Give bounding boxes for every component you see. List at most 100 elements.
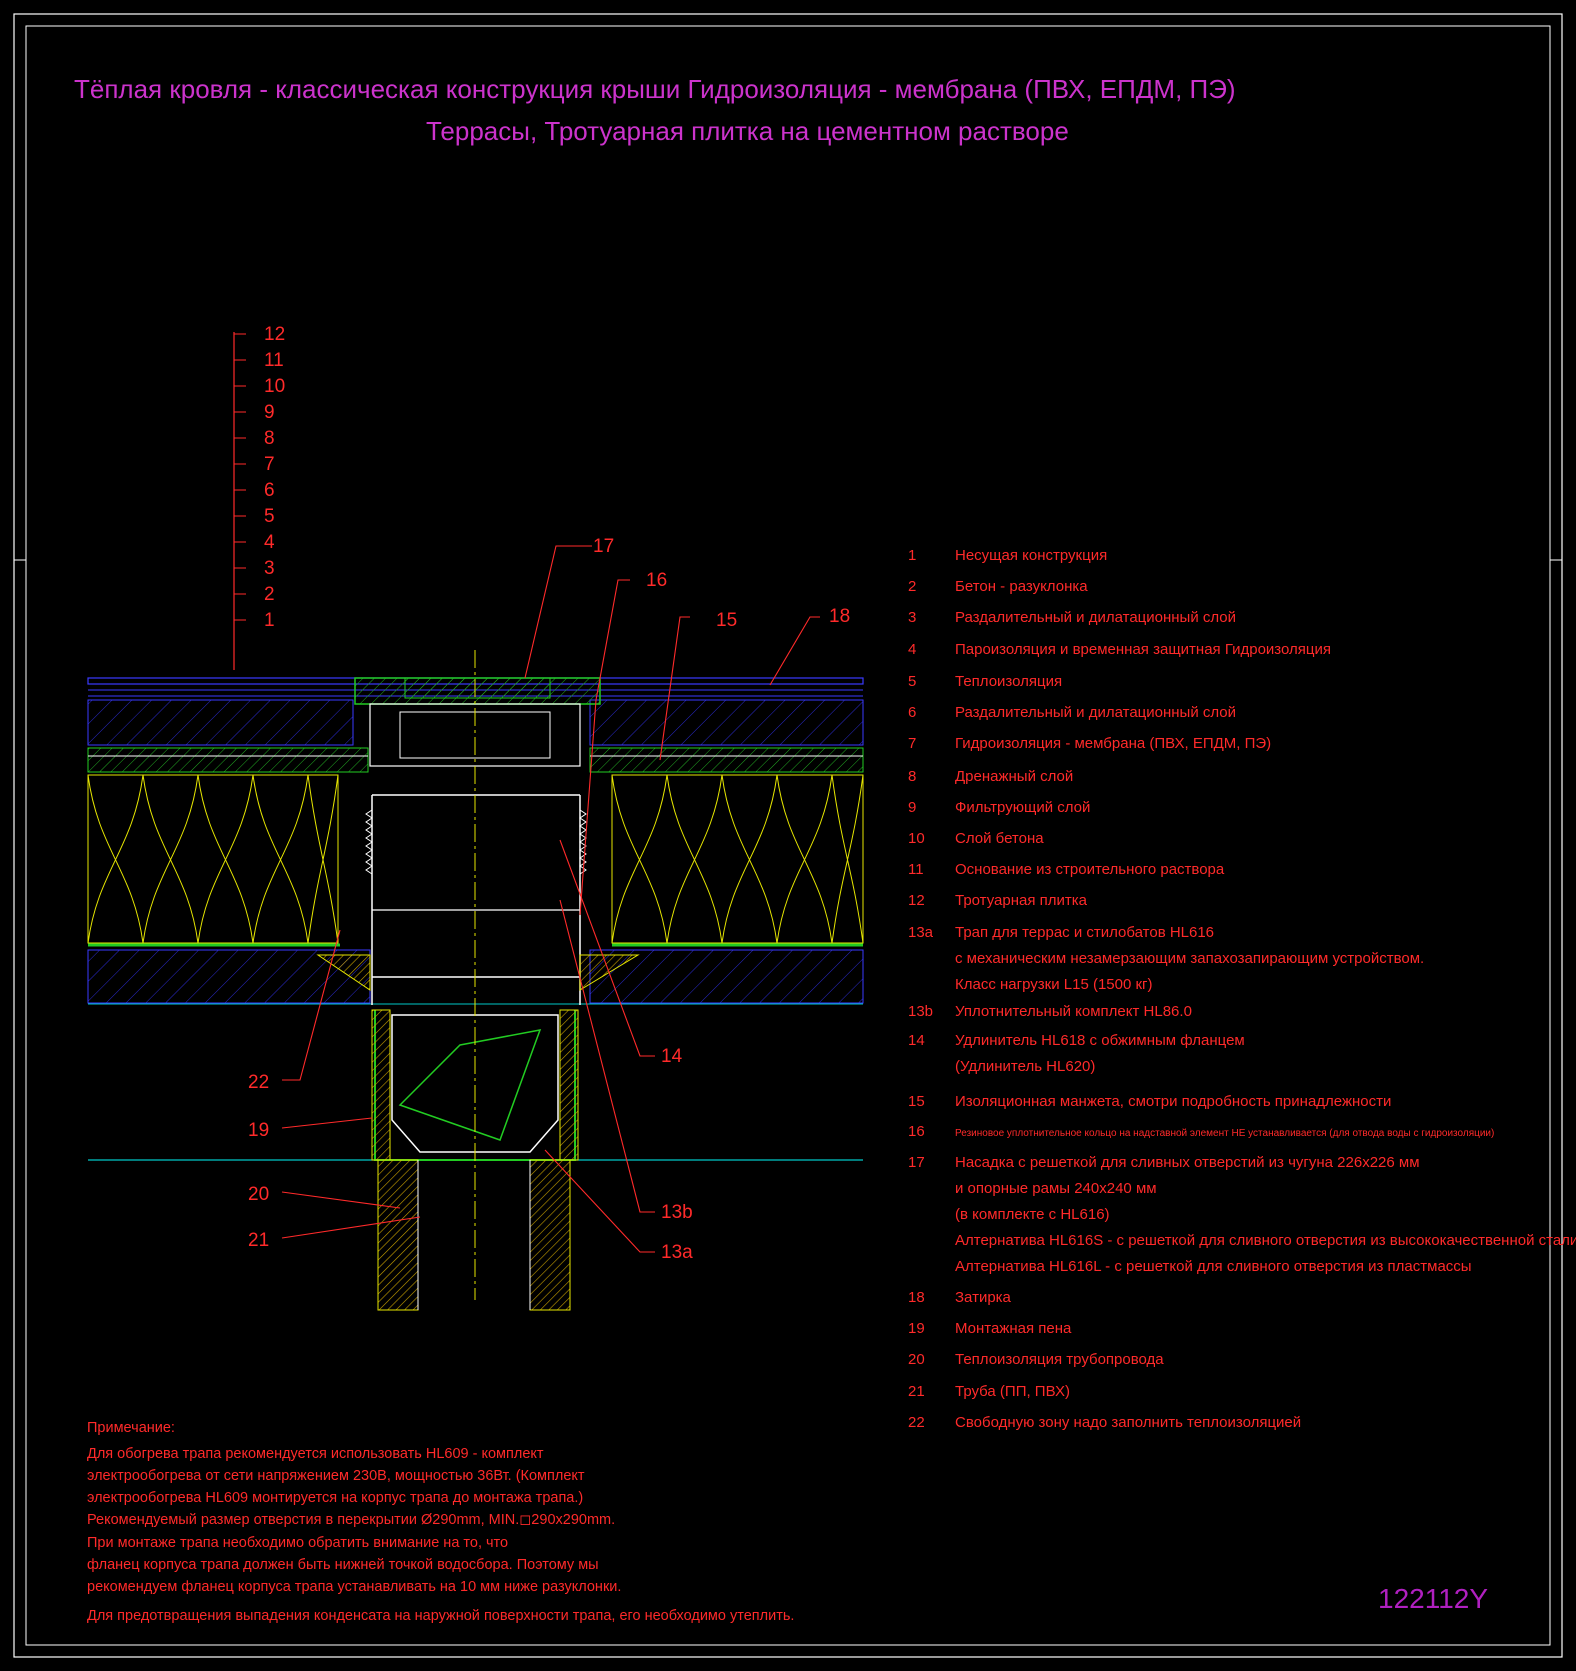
- legend-number: 1: [908, 547, 916, 564]
- layer-scale-number: 12: [264, 324, 285, 345]
- callout-13b: 13b: [661, 1202, 693, 1223]
- legend-number: 8: [908, 768, 916, 785]
- legend-text: Класс нагрузки L15 (1500 кг): [955, 976, 1153, 993]
- legend-text: Бетон - разуклонка: [955, 578, 1088, 595]
- callout-17: 17: [593, 536, 614, 557]
- legend-number: 21: [908, 1383, 925, 1400]
- legend-number: 22: [908, 1414, 925, 1431]
- legend-text: Изоляционная манжета, смотри подробность…: [955, 1093, 1391, 1110]
- legend-text: Раздалительный и дилатационный слой: [955, 704, 1236, 721]
- callout-20: 20: [248, 1184, 269, 1205]
- note-line: Для обогрева трапа рекомендуется использ…: [87, 1446, 544, 1462]
- legend-number: 3: [908, 609, 916, 626]
- layer-scale-number: 8: [264, 428, 275, 449]
- notes: Примечание: Для обогрева трапа рекоменду…: [87, 1420, 794, 1624]
- legend-number: 5: [908, 673, 916, 690]
- outer-frame: [13, 13, 1563, 1658]
- legend-number: 2: [908, 578, 916, 595]
- legend-text: (Удлинитель HL620): [955, 1058, 1095, 1075]
- layer-scale: 12 11 10 9 8 7 6 5 4 3 2 1: [233, 324, 285, 670]
- concrete-layer: [589, 699, 864, 746]
- callout-19: 19: [248, 1120, 269, 1141]
- layer-scale-number: 7: [264, 454, 275, 475]
- insulation-pattern: [87, 774, 339, 944]
- notes-heading: Примечание:: [87, 1420, 175, 1436]
- legend-text: Трап для террас и стилобатов HL616: [955, 924, 1214, 941]
- note-line: рекомендуем фланец корпуса трапа устанав…: [87, 1579, 621, 1595]
- legend-text: Резиновое уплотнительное кольцо на надст…: [955, 1128, 1494, 1139]
- callout-21: 21: [248, 1230, 269, 1251]
- thermal-insulation: [87, 774, 864, 944]
- legend-text: Гидроизоляция - мембрана (ПВХ, ЕПДМ, ПЭ): [955, 735, 1271, 752]
- legend-number: 4: [908, 641, 916, 658]
- layer-scale-number: 3: [264, 558, 275, 579]
- title-line-1: Тёплая кровля - классическая конструкция…: [74, 74, 1236, 104]
- load-bearing-slab: [589, 949, 864, 1004]
- legend-text: Фильтрующий слой: [955, 799, 1090, 816]
- legend-text: Слой бетона: [955, 830, 1044, 847]
- legend-text: Пароизоляция и временная защитная Гидрои…: [955, 641, 1331, 658]
- callout-labels: 17 16 15 18 14 22 19 20 21 13b 13a: [248, 536, 850, 1263]
- layer-scale-number: 1: [264, 610, 275, 631]
- legend-text: Уплотнительный комплект HL86.0: [955, 1003, 1192, 1020]
- legend-text: Дренажный слой: [955, 768, 1073, 785]
- drainage-layer: [87, 747, 369, 773]
- layer-scale-number: 11: [264, 350, 284, 371]
- callout-18: 18: [829, 606, 850, 627]
- legend-text: Раздалительный и дилатационный слой: [955, 609, 1236, 626]
- layer-scale-number: 9: [264, 402, 275, 423]
- insulation-pattern: [611, 774, 864, 944]
- layer-scale-number: 10: [264, 376, 285, 397]
- layer-scale-number: 6: [264, 480, 275, 501]
- legend-number: 10: [908, 830, 925, 847]
- legend-text: Затирка: [955, 1289, 1012, 1306]
- note-line: При монтаже трапа необходимо обратить вн…: [87, 1535, 508, 1551]
- legend-text: Теплоизоляция: [955, 673, 1062, 690]
- legend-number: 6: [908, 704, 916, 721]
- legend-text: и опорные рамы 240x240 мм: [955, 1180, 1157, 1197]
- legend-text: Основание из строительного раствора: [955, 861, 1225, 878]
- drainage-layer: [589, 747, 864, 773]
- legend-number: 13b: [908, 1003, 933, 1020]
- legend-number: 20: [908, 1351, 925, 1368]
- concrete-layer: [87, 699, 354, 746]
- layer-scale-number: 2: [264, 584, 275, 605]
- legend-number: 17: [908, 1154, 925, 1171]
- layer-scale-number: 5: [264, 506, 275, 527]
- callout-13a: 13a: [661, 1242, 693, 1263]
- legend-number: 16: [908, 1123, 925, 1140]
- legend-number: 14: [908, 1032, 925, 1049]
- legend-text: (в комплекте с HL616): [955, 1206, 1110, 1223]
- callout-16: 16: [646, 570, 667, 591]
- legend-number: 7: [908, 735, 916, 752]
- legend-text: Теплоизоляция трубопровода: [955, 1351, 1164, 1368]
- note-line: Рекомендуемый размер отверстия в перекры…: [87, 1512, 615, 1528]
- legend-text: Насадка с решеткой для сливных отверстий…: [955, 1154, 1420, 1171]
- callout-22: 22: [248, 1072, 269, 1093]
- legend-number: 13a: [908, 924, 934, 941]
- inner-frame: [25, 25, 1551, 1646]
- drawing-code: 122112Y: [1378, 1583, 1488, 1614]
- legend-number: 12: [908, 892, 925, 909]
- legend-text: Труба (ПП, ПВХ): [955, 1383, 1070, 1400]
- legend-number: 11: [908, 861, 924, 878]
- legend-text: Удлинитель HL618 с обжимным фланцем: [955, 1032, 1245, 1049]
- legend-text: Монтажная пена: [955, 1320, 1072, 1337]
- legend-number: 19: [908, 1320, 925, 1337]
- legend-text: Свободную зону надо заполнить теплоизоля…: [955, 1414, 1301, 1431]
- note-line: электрообогрева от сети напряжением 230В…: [87, 1468, 585, 1484]
- legend-number: 9: [908, 799, 916, 816]
- layer-scale-number: 4: [264, 532, 275, 553]
- legend-text: с механическим незамерзающим запахозапир…: [955, 950, 1424, 967]
- note-line: Для предотвращения выпадения конденсата …: [87, 1608, 794, 1624]
- legend-text: Тротуарная плитка: [955, 892, 1088, 909]
- callout-14: 14: [661, 1046, 683, 1067]
- note-line: фланец корпуса трапа должен быть нижней …: [87, 1557, 599, 1573]
- callout-15: 15: [716, 610, 737, 631]
- leader-lines: [281, 545, 820, 1253]
- legend-number: 18: [908, 1289, 925, 1306]
- title-line-2: Террасы, Тротуарная плитка на цементном …: [426, 116, 1069, 146]
- legend-number: 15: [908, 1093, 925, 1110]
